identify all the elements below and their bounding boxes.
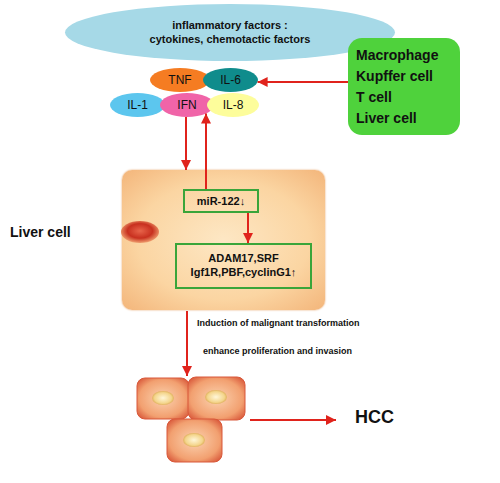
process-note: Induction of malignant transformation <box>197 318 360 328</box>
cytokine-ellipse: TNF <box>150 68 210 92</box>
node-text: Macrophage <box>356 45 438 66</box>
node-text: ADAM17,SRF Igf1R,PBF,cyclinG1↑ <box>179 252 309 280</box>
transformation-arrow <box>186 311 188 376</box>
cancer-nucleus <box>205 390 227 404</box>
node-text: IFN <box>177 98 196 112</box>
mirna-box: miR-122↓ <box>183 189 259 213</box>
ellipse-fill <box>110 93 165 117</box>
process-note: enhance proliferation and invasion <box>203 346 352 356</box>
nucleus <box>121 221 159 243</box>
cancer-nucleus <box>152 391 174 405</box>
node-text: IL-6 <box>220 73 241 87</box>
cell-source-box: MacrophageKupffer cellT cellLiver cell <box>348 38 460 135</box>
cytokine-ellipse: IFN <box>160 93 214 117</box>
node-text: TNF <box>168 73 191 87</box>
node-text: Kupffer cell <box>356 66 433 87</box>
signal-arrow <box>185 117 187 170</box>
node-text: Liver cell <box>356 108 417 129</box>
outcome-label: HCC <box>355 407 394 428</box>
liver-cell: Liver cellmiR-122↓ADAM17,SRF Igf1R,PBF,c… <box>122 170 325 310</box>
target-gene-box: ADAM17,SRF Igf1R,PBF,cyclinG1↑ <box>175 243 312 289</box>
signal-arrow <box>205 114 207 189</box>
cytokine-ellipse: IL-6 <box>203 68 258 92</box>
cancer-cell <box>137 378 189 419</box>
ellipse-fill <box>203 68 258 92</box>
ellipse-fill <box>65 4 395 61</box>
ellipse-fill <box>150 68 210 92</box>
node-text: T cell <box>356 87 392 108</box>
cancer-cell <box>188 377 245 420</box>
node-text: miR-122↓ <box>197 195 245 207</box>
signal-arrow <box>247 213 249 243</box>
factor-ellipse: inflammatory factors : cytokines, chemot… <box>65 4 395 61</box>
cell-heading: Liver cell <box>10 224 71 240</box>
node-text: IL-1 <box>127 98 148 112</box>
cancer-nucleus <box>183 433 205 447</box>
ellipse-fill <box>207 93 259 117</box>
outcome-arrow <box>250 419 336 421</box>
cancer-cell <box>167 419 222 462</box>
cytokine-ellipse: IL-1 <box>110 93 165 117</box>
ellipse-fill <box>160 93 214 117</box>
cytokine-ellipse: IL-8 <box>207 93 259 117</box>
signal-arrow <box>258 81 348 83</box>
node-text: inflammatory factors : cytokines, chemot… <box>147 19 313 47</box>
node-text: IL-8 <box>223 98 244 112</box>
